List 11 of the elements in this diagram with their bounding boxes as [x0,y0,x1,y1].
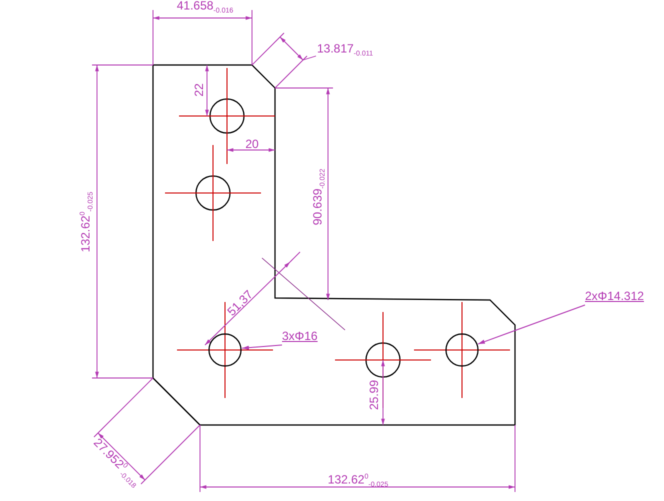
dimension-value: 25.99 [368,380,380,410]
hole [445,333,479,367]
hole [208,333,242,367]
callout-label: 2xΦ14.312 [585,290,644,304]
dimension-value: 22 [193,83,205,97]
dimension-value: 20 [245,138,259,150]
dimension-value: 13.817$_{-0.011}$ [316,42,374,58]
leader-line [477,304,586,345]
dimension-value: 41.658$_{-0.016}$ [176,0,234,15]
leader-line [241,344,282,350]
callout-label: 3xΦ16 [282,330,318,344]
